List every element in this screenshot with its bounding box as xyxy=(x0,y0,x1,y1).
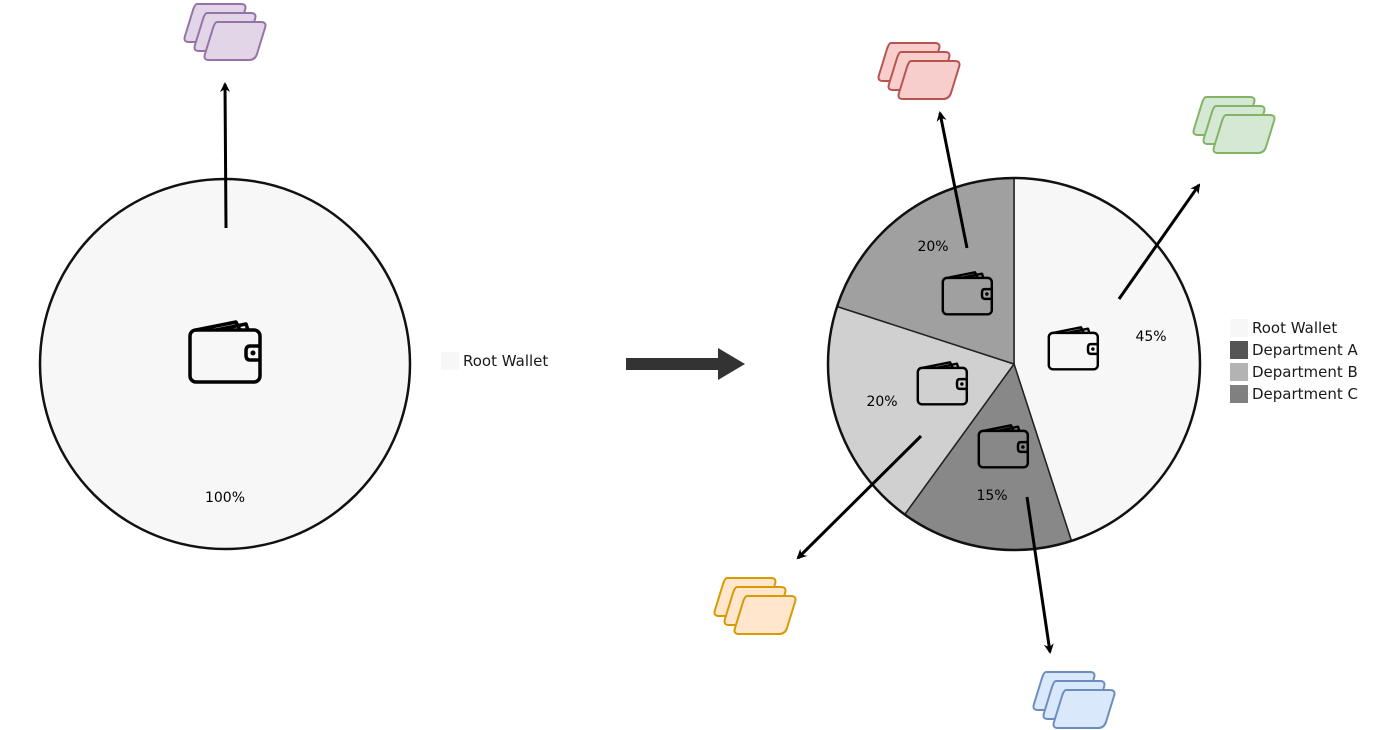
transition-arrow-icon xyxy=(626,348,745,380)
arrow-icon xyxy=(1117,183,1201,300)
pie-outline xyxy=(826,176,1202,552)
legend-swatch xyxy=(1230,341,1248,359)
legend-label: Root Wallet xyxy=(1252,319,1337,337)
arrow-icon xyxy=(796,434,923,560)
card-stack-icon xyxy=(1192,96,1276,154)
arrow-icon xyxy=(220,82,231,229)
card-stack-icon xyxy=(877,42,961,100)
root-percent-label: 100% xyxy=(205,490,245,506)
legend-label: Department B xyxy=(1252,363,1358,381)
card-stack-icon xyxy=(713,577,797,635)
legend-swatch xyxy=(1230,319,1248,337)
arrow-icon xyxy=(1025,496,1054,654)
right-legend: Root Wallet Department A Department B De… xyxy=(1230,319,1359,403)
department-b-percent: 20% xyxy=(866,394,897,410)
legend-swatch xyxy=(441,352,459,370)
legend-label: Department A xyxy=(1252,341,1359,359)
card-stack-icon xyxy=(1032,671,1116,729)
department-c-percent: 20% xyxy=(917,239,948,255)
department-split-pie xyxy=(826,176,1202,552)
legend-swatch xyxy=(1230,385,1248,403)
department-a-percent: 15% xyxy=(976,488,1007,504)
legend-swatch xyxy=(1230,363,1248,381)
card-stack-icon xyxy=(183,3,267,61)
root-wallet-percent: 45% xyxy=(1135,329,1166,345)
legend-label: Department C xyxy=(1252,385,1358,403)
legend-label: Root Wallet xyxy=(463,352,548,370)
arrow-icon xyxy=(936,111,969,249)
